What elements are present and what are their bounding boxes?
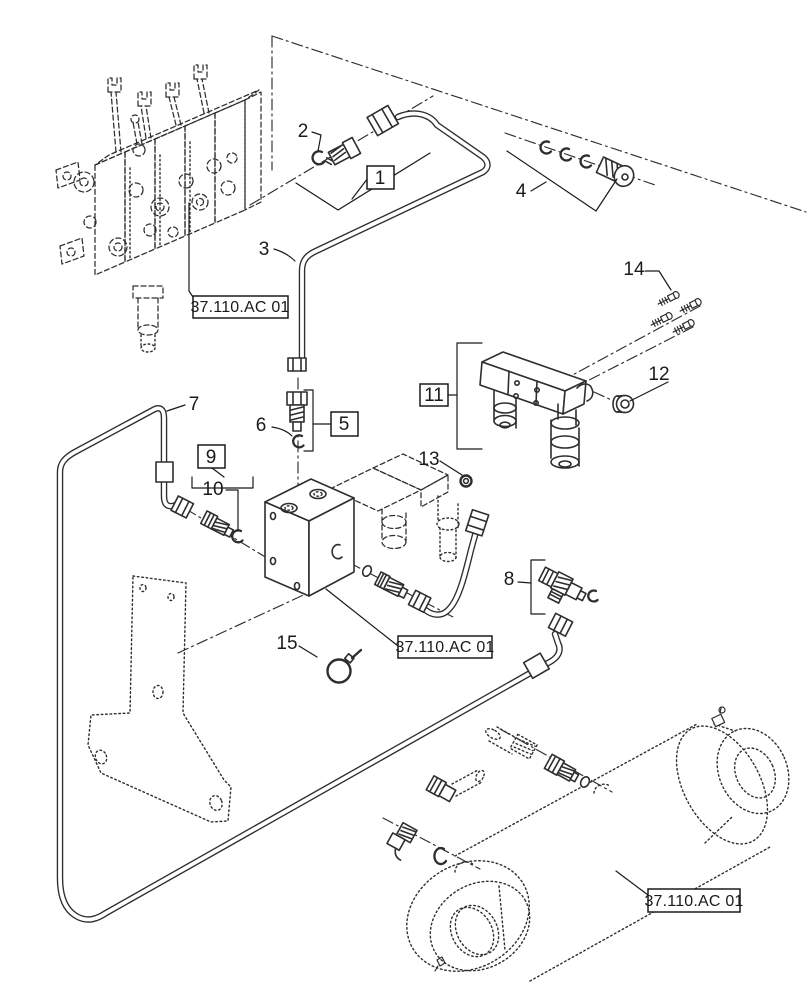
callout-5-label: 5 — [339, 414, 350, 435]
callout-8-label: 8 — [504, 569, 515, 590]
callout-1-label: 1 — [375, 168, 386, 189]
fitting-10 — [199, 510, 235, 538]
solenoid-assembly-ghost — [329, 453, 460, 563]
callout-14-label: 14 — [623, 259, 645, 280]
manifold-side-chain — [361, 508, 490, 618]
control-valve-ghost — [55, 64, 262, 353]
tube-3-elbow-nut — [366, 104, 400, 137]
ref-label-manifold[interactable]: 37.110.AC 01 — [325, 588, 495, 659]
callout-15: 15 — [276, 633, 318, 658]
hose-sleeve — [522, 652, 550, 680]
cylinder-ghost — [406, 723, 790, 982]
callout-11-label: 11 — [424, 385, 444, 406]
callout-15-label: 15 — [276, 633, 297, 654]
callout-9: 9 — [191, 444, 254, 489]
callout-14: 14 — [623, 259, 672, 291]
ref-label-cylinder[interactable]: 37.110.AC 01 — [615, 870, 744, 913]
cylinder-upper-port-chain — [485, 726, 591, 788]
cap-12 — [612, 394, 635, 414]
annotation-layer: 2 1 3 4 14 12 11 — [166, 121, 744, 913]
callout-6-label: 6 — [256, 415, 267, 436]
grease-fitting-rod-end — [711, 706, 726, 728]
callout-10: 10 — [202, 479, 239, 532]
callout-6: 6 — [256, 415, 293, 437]
oring-2 — [311, 150, 326, 166]
callout-4: 4 — [506, 150, 618, 212]
plug-group-4 — [539, 140, 635, 188]
tube-3-lower-nut — [287, 357, 307, 372]
bolts-14 — [650, 290, 702, 334]
callout-12: 12 — [629, 364, 670, 402]
cable-tie-15 — [326, 648, 363, 684]
ref-label-valve[interactable]: 37.110.AC 01 — [188, 202, 290, 319]
callout-3-label: 3 — [259, 239, 270, 260]
callout-11: 11 — [419, 342, 483, 450]
hose-sleeve — [155, 461, 174, 483]
tube-3 — [298, 110, 491, 364]
fitting-5 — [286, 391, 308, 432]
callout-5: 5 — [303, 389, 359, 452]
tee-fitting-8 — [537, 566, 599, 638]
callout-13: 13 — [418, 449, 463, 476]
hose-7 — [56, 405, 563, 923]
oring-6 — [292, 434, 305, 449]
ref-label-cylinder-text[interactable]: 37.110.AC 01 — [644, 893, 743, 910]
ref-label-manifold-text[interactable]: 37.110.AC 01 — [395, 639, 494, 656]
callout-13-label: 13 — [418, 449, 439, 470]
washer-13 — [459, 474, 473, 488]
callout-10-label: 10 — [202, 479, 223, 500]
callout-12-label: 12 — [648, 364, 669, 385]
manifold-block — [264, 478, 355, 597]
callout-8: 8 — [504, 559, 546, 615]
ref-label-valve-text[interactable]: 37.110.AC 01 — [190, 299, 289, 316]
grease-fitting-base-end — [434, 956, 446, 972]
cylinder-lower-port-chain — [386, 769, 485, 866]
solenoid-valve-11 — [479, 351, 594, 469]
adapter-fitting-1 — [324, 136, 362, 166]
callout-4-label: 4 — [516, 181, 527, 202]
callout-2: 2 — [298, 121, 322, 152]
callout-2-label: 2 — [298, 121, 309, 142]
callout-7: 7 — [166, 394, 200, 415]
callout-9-label: 9 — [206, 447, 217, 468]
callout-3: 3 — [259, 239, 296, 262]
mounting-plate-ghost — [87, 575, 232, 823]
callout-7-label: 7 — [189, 394, 200, 415]
callout-1: 1 — [295, 152, 431, 211]
